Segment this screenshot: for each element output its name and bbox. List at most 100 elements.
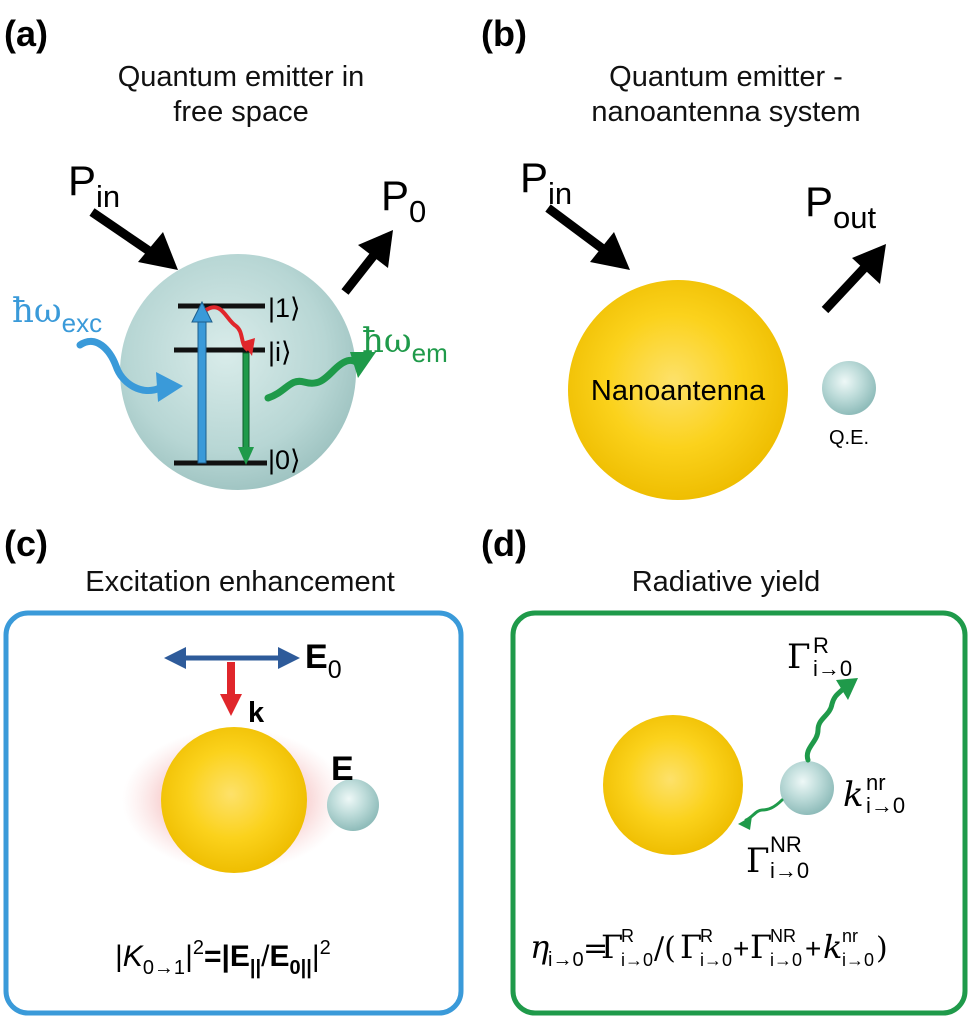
panel-a-excitation-label: ħωexc xyxy=(12,291,102,338)
panel-c-formula-e2: E xyxy=(269,940,289,973)
panel-d-gamma-nr-sup: NR xyxy=(770,832,802,857)
panel-d-formula-close: ) xyxy=(876,931,888,966)
panel-a-emitter-sphere xyxy=(120,254,356,490)
panel-a-level-0-label: |0⟩ xyxy=(268,445,301,475)
panel-c-formula-e2-sub: 0|| xyxy=(289,957,311,979)
panel-d-title: Radiative yield xyxy=(632,566,821,598)
panel-a-emission-transition xyxy=(238,352,254,465)
panel-c-frame xyxy=(3,610,464,1016)
panel-c: (c) Excitation enhancement E0 k E |K0→1|… xyxy=(3,523,464,1016)
panel-d-formula-eta-sub: i→0 xyxy=(548,949,584,971)
panel-d-formula-g1: Γ xyxy=(601,928,623,966)
panel-b-nanoantenna-sphere xyxy=(568,280,788,500)
panel-c-formula-k-sub: 0→1 xyxy=(143,957,185,979)
panel-d-formula-g3: Γ xyxy=(750,928,772,966)
panel-c-k-label: k xyxy=(248,697,265,729)
panel-d-formula-g2: Γ xyxy=(680,928,702,966)
panel-d-formula-g2-sub: i→0 xyxy=(700,950,732,970)
panel-b-p-out-main: P xyxy=(805,178,833,225)
panel-d-gamma-r-main: Γ xyxy=(787,637,811,677)
panel-b-outgoing-arrow xyxy=(821,244,886,314)
panel-c-title: Excitation enhancement xyxy=(85,566,395,598)
panel-a-p-out-main: P xyxy=(381,172,409,219)
panel-a-p-in: Pin xyxy=(68,157,120,214)
panel-d-formula-g1-sup: R xyxy=(621,926,634,946)
panel-d-formula-open: /( xyxy=(654,931,676,966)
panel-b-qe-label: Q.E. xyxy=(829,427,869,449)
panel-d-frame xyxy=(510,610,968,1016)
panel-d-label: (d) xyxy=(481,523,527,564)
panel-b-p-in-sub: in xyxy=(548,176,572,211)
panel-d-formula-k-sup: nr xyxy=(842,926,858,946)
panel-a-excitation-transition xyxy=(191,300,213,464)
panel-c-formula-k: K xyxy=(123,940,145,973)
panel-b-nanoantenna-label: Nanoantenna xyxy=(591,375,766,407)
panel-c-nanoantenna-sphere xyxy=(161,727,307,873)
panel-a-p-in-sub: in xyxy=(96,179,120,214)
panel-d-radiative-decay-arrow xyxy=(804,678,858,763)
panel-d-gamma-r-sub: i→0 xyxy=(813,656,852,681)
panel-b-label: (b) xyxy=(481,13,527,54)
panel-c-e0-sub: 0 xyxy=(328,656,342,684)
panel-c-e0-label: E0 xyxy=(305,638,342,684)
panel-a-level-i-label: |i⟩ xyxy=(268,337,292,367)
panel-a-title-line1: Quantum emitter in xyxy=(118,61,365,93)
panel-a-p-out-sub: 0 xyxy=(409,194,426,229)
panel-b-qe-sphere xyxy=(822,361,876,415)
panel-d-k-nr-label: k xyxy=(843,775,864,815)
panel-a-p-in-main: P xyxy=(68,157,96,204)
panel-d-qe-sphere xyxy=(780,761,834,815)
panel-d-k-nr-main: k xyxy=(843,775,864,815)
panel-a-emission-label: ħωem xyxy=(362,321,448,368)
panel-d-nonradiative-decay-arrow xyxy=(738,798,784,830)
panel-d-gamma-nr-main: Γ xyxy=(746,841,770,881)
panel-d-gamma-r-label: Γ xyxy=(787,637,811,677)
panel-c-formula-sq2: 2 xyxy=(320,937,331,959)
panel-d-formula-g3-sup: NR xyxy=(770,926,796,946)
panel-d-formula: η i→0 = Γ R i→0 /( Γ R i→0 + Γ NR i→0 + … xyxy=(530,926,888,971)
panel-c-formula: |K0→1|2=|E||/E0|||2 xyxy=(115,937,331,979)
panel-a-incoming-arrow xyxy=(89,208,178,270)
panel-b-p-out-sub: out xyxy=(833,200,876,235)
panel-c-e0-main: E xyxy=(305,638,328,676)
panel-a-emission-photon xyxy=(264,352,376,402)
panel-b-title-line2: nanoantenna system xyxy=(591,96,860,128)
panel-d-formula-plus2: + xyxy=(805,933,821,964)
panel-a: (a) Quantum emitter in free space Pin P0… xyxy=(4,13,448,490)
panel-a-p-out: P0 xyxy=(381,172,426,229)
panel-d-formula-k: k xyxy=(823,928,842,966)
panel-c-formula-bar-close: | xyxy=(185,940,193,973)
panel-d-k-nr-sup: nr xyxy=(866,770,886,795)
panel-b: (b) Quantum emitter - nanoantenna system… xyxy=(481,13,886,500)
panel-d-k-nr-sub: i→0 xyxy=(866,793,905,818)
panel-d-formula-eta: η xyxy=(530,928,549,966)
panel-a-excitation-photon xyxy=(76,337,183,402)
panel-c-wavevector-arrow xyxy=(220,662,242,716)
panel-c-formula-sq1: 2 xyxy=(193,937,204,959)
panel-d-formula-g1-sub: i→0 xyxy=(621,950,653,970)
panel-d-gamma-r-sup: R xyxy=(813,633,829,658)
panel-c-qe-sphere xyxy=(327,779,379,831)
panel-d-gamma-nr-label: Γ xyxy=(746,841,770,881)
panel-a-label: (a) xyxy=(4,13,48,54)
panel-a-relaxation-transition xyxy=(204,305,255,356)
panel-a-level-1-label: |1⟩ xyxy=(268,293,301,323)
panel-c-polarization-arrow xyxy=(164,647,300,669)
panel-c-formula-e1: E xyxy=(230,940,250,973)
panel-c-label: (c) xyxy=(4,523,48,564)
panel-d-formula-eq: = xyxy=(583,931,608,966)
panel-c-formula-bar-end: | xyxy=(312,940,320,973)
panel-c-formula-slash: / xyxy=(261,940,270,973)
panel-b-incoming-arrow xyxy=(545,204,630,270)
panel-d-formula-k-sub: i→0 xyxy=(842,950,874,970)
panel-b-p-in: Pin xyxy=(520,154,572,211)
panel-a-title-line2: free space xyxy=(173,96,308,128)
panel-a-emission-sub: em xyxy=(412,338,448,368)
panel-c-formula-e1-sub: || xyxy=(250,957,261,979)
panel-a-excitation-sub: exc xyxy=(62,308,102,338)
panel-d-gamma-nr-sub: i→0 xyxy=(770,858,809,883)
panel-d-formula-plus1: + xyxy=(733,933,749,964)
panel-a-outgoing-arrow xyxy=(341,230,393,295)
panel-d-nanoantenna-sphere xyxy=(603,715,743,855)
